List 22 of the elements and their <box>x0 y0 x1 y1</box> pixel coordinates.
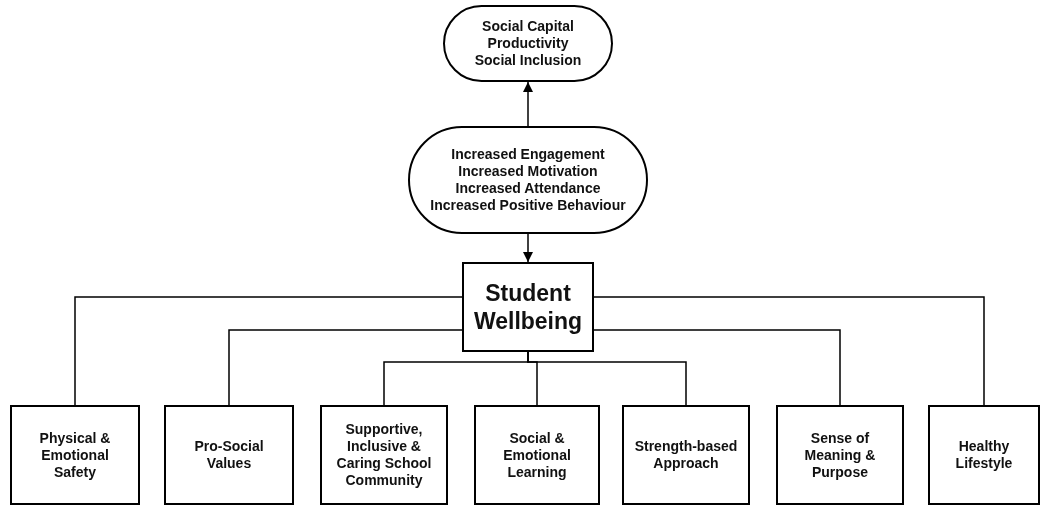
factor-box: Pro-Social Values <box>164 405 294 505</box>
factor-box: Social & Emotional Learning <box>474 405 600 505</box>
factor-box: Sense of Meaning & Purpose <box>776 405 904 505</box>
outcome-text: Social Capital <box>482 18 574 35</box>
outcome-text: Increased Engagement <box>451 146 605 163</box>
connector-line <box>593 329 841 406</box>
arrow <box>523 81 533 127</box>
connector-line <box>228 329 463 406</box>
factor-box: Healthy Lifestyle <box>928 405 1040 505</box>
central-box: Student Wellbeing <box>462 262 594 352</box>
connector-line <box>527 351 687 406</box>
outcome-text: Increased Attendance <box>455 180 601 197</box>
factor-box: Physical & Emotional Safety <box>10 405 140 505</box>
connector-line <box>74 296 463 406</box>
factor-box: Strength-based Approach <box>622 405 750 505</box>
outcome-text: Increased Positive Behaviour <box>430 197 626 214</box>
connector-line <box>593 296 985 406</box>
outcome-text: Social Inclusion <box>474 52 582 69</box>
outcome-text: Productivity <box>487 35 569 52</box>
outcome-text: Increased Motivation <box>458 163 598 180</box>
arrow <box>523 233 533 263</box>
factor-box: Supportive, Inclusive & Caring School Community <box>320 405 448 505</box>
